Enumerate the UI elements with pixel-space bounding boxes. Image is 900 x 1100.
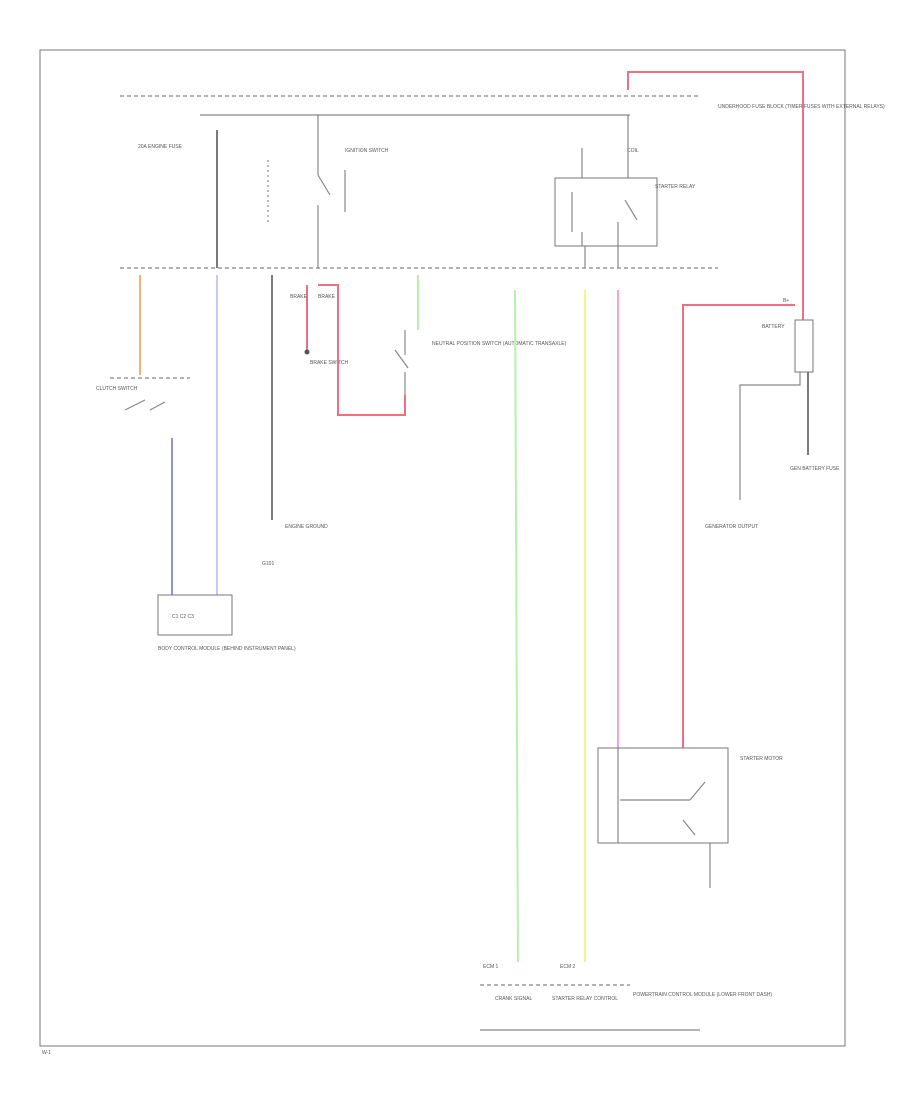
relay-coil-path xyxy=(571,192,583,246)
battery-label: BATTERY xyxy=(762,324,785,330)
starter-relay-box xyxy=(554,177,658,247)
ecm-left-label: ECM 1 xyxy=(483,964,499,970)
brake-terminal xyxy=(304,349,310,355)
fuse-left-label: 20A ENGINE FUSE xyxy=(138,144,183,150)
starter-motor-label: STARTER MOTOR xyxy=(740,756,783,762)
green-signal-wire xyxy=(514,289,519,963)
brake-wire-label-a: BRAKE xyxy=(290,294,308,300)
neutral-switch-label: NEUTRAL POSITION SWITCH (AUTOMATIC TRANS… xyxy=(432,341,567,347)
ign-switch-blade xyxy=(317,174,331,196)
battery-symbol xyxy=(794,319,814,373)
clutch-switch-blade xyxy=(124,399,146,411)
neutral-switch-blade xyxy=(394,349,409,369)
red-wire-battery-feed xyxy=(627,71,804,320)
relay-coil-label: COIL xyxy=(627,148,639,154)
engine-ground-label: ENGINE GROUND xyxy=(285,524,328,530)
starter-motor-box xyxy=(597,747,729,844)
page-marker: W-1 xyxy=(42,1050,51,1056)
ecm-right-label: ECM 2 xyxy=(560,964,576,970)
starter-contact xyxy=(682,819,696,836)
red-wire-starter xyxy=(682,304,795,748)
relay-contact xyxy=(624,199,638,221)
bcm-label: BODY CONTROL MODULE (BEHIND INSTRUMENT P… xyxy=(158,646,296,652)
ground-splice-label: G101 xyxy=(262,561,274,567)
diagram-frame xyxy=(39,49,846,1047)
starter-inner-b xyxy=(689,781,706,801)
ignition-switch-label: IGNITION SWITCH xyxy=(345,148,389,154)
battery-ground-lead xyxy=(739,372,801,500)
crank-signal-label: CRANK SIGNAL xyxy=(495,996,532,1002)
generator-output-label: GENERATOR OUTPUT xyxy=(705,524,758,530)
battery-pos-label: B+ xyxy=(783,298,789,304)
bcm-box-label: C1 C2 C3 xyxy=(172,614,194,620)
starter-relay-label: STARTER RELAY xyxy=(655,184,696,190)
brake-wire-label-b: BRAKE xyxy=(318,294,336,300)
fuse-block-label: UNDERHOOD FUSE BLOCK (TIMER FUSES WITH E… xyxy=(718,104,885,110)
starter-relay-control-label: STARTER RELAY CONTROL xyxy=(552,996,618,1002)
brake-switch-label: BRAKE SWITCH xyxy=(310,360,348,366)
pcm-label: POWERTRAIN CONTROL MODULE (LOWER FRONT D… xyxy=(633,992,772,998)
red-brake-loop xyxy=(318,284,406,416)
generator-fuse-label: GEN BATTERY FUSE xyxy=(790,466,840,472)
clutch-switch-label: CLUTCH SWITCH xyxy=(96,386,138,392)
clutch-switch-out xyxy=(149,401,166,411)
bcm-box xyxy=(157,594,233,636)
